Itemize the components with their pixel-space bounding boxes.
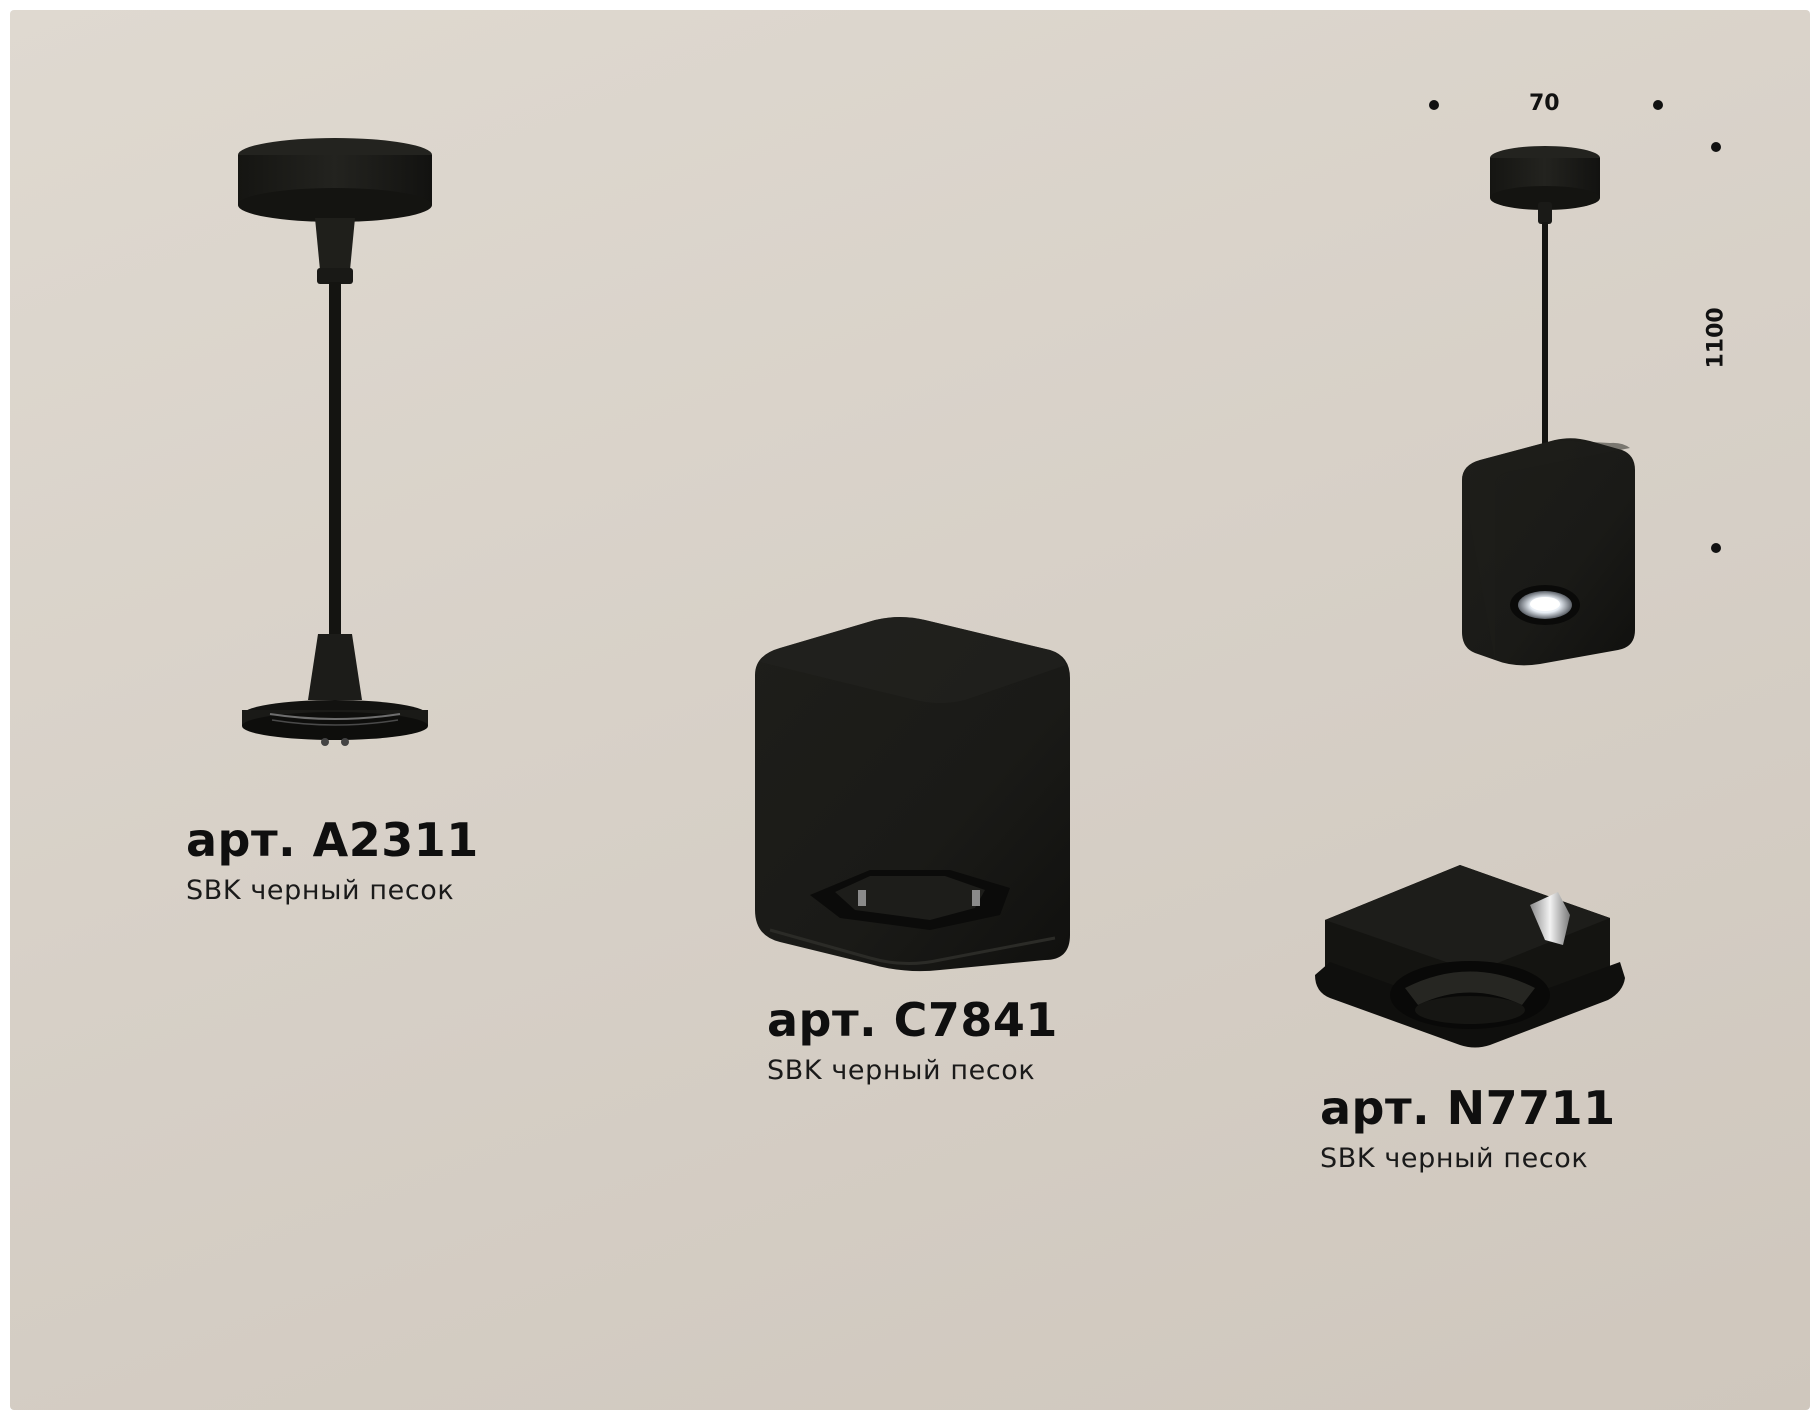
cube-housing-illustration xyxy=(755,617,1070,972)
product-label-a2311: арт. A2311 SBK черный песок xyxy=(186,817,479,906)
product-finish: SBK черный песок xyxy=(186,875,455,906)
product-article: арт. A2311 xyxy=(186,813,479,867)
product-article: арт. C7841 xyxy=(767,993,1058,1047)
product-finish: SBK черный песок xyxy=(1320,1143,1589,1174)
height-marker-top xyxy=(1711,142,1721,152)
suspension-kit-illustration xyxy=(238,138,432,746)
width-marker-left xyxy=(1429,100,1439,110)
height-dimension-label: 1100 xyxy=(1703,307,1729,369)
product-label-c7841: арт. C7841 SBK черный песок xyxy=(767,997,1058,1086)
product-article: арт. N7711 xyxy=(1320,1081,1616,1135)
height-marker-bottom xyxy=(1711,543,1721,553)
product-sheet: 70 1100 арт. A2311 SBK черный песок арт.… xyxy=(10,10,1810,1410)
assembled-pendant-illustration xyxy=(1462,146,1635,666)
width-marker-right xyxy=(1653,100,1663,110)
dimension-markers xyxy=(1429,100,1721,553)
product-label-n7711: арт. N7711 SBK черный песок xyxy=(1320,1085,1616,1174)
product-illustrations xyxy=(238,100,1721,1048)
product-finish: SBK черный песок xyxy=(767,1055,1036,1086)
width-dimension-label: 70 xyxy=(1529,91,1560,116)
square-frame-illustration xyxy=(1315,865,1625,1048)
